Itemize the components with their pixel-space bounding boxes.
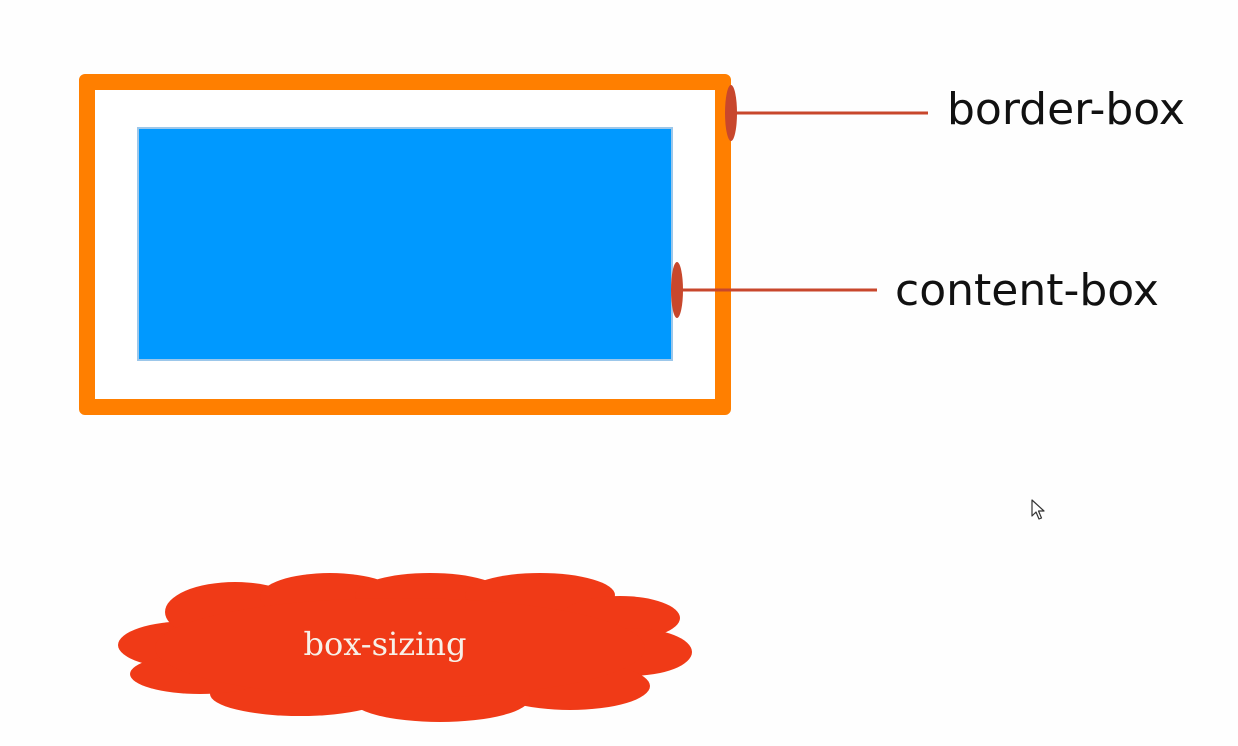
mouse-pointer-icon bbox=[1031, 499, 1045, 520]
content-box-label: content-box bbox=[895, 265, 1159, 316]
border-box-label: border-box bbox=[947, 84, 1185, 135]
content-box-connector-dot bbox=[671, 262, 683, 318]
border-box-connector-dot bbox=[725, 85, 737, 141]
content-box-rect bbox=[137, 127, 673, 361]
box-sizing-label: box-sizing bbox=[303, 625, 467, 663]
